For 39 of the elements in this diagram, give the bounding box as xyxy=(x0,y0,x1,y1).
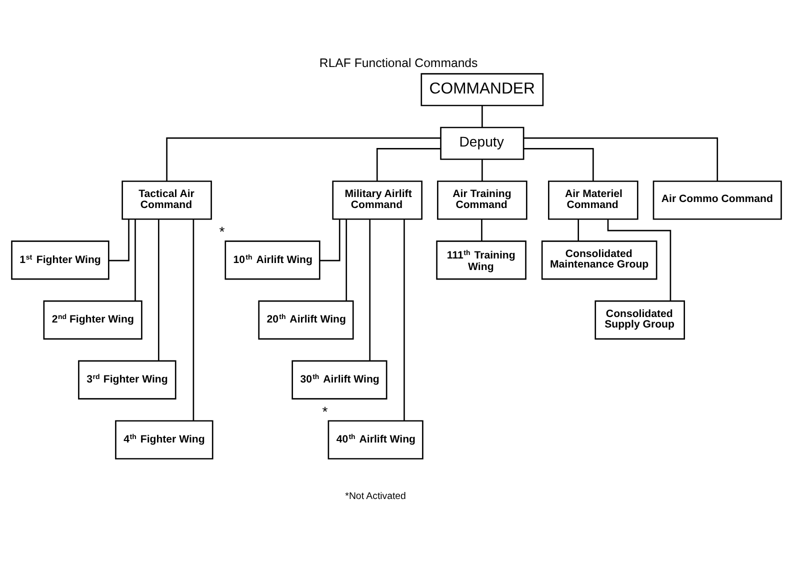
connector xyxy=(404,218,405,420)
connector xyxy=(482,159,483,180)
connector xyxy=(376,148,441,180)
connector xyxy=(346,218,348,300)
connector xyxy=(158,218,160,360)
connector xyxy=(482,105,483,127)
node-box: Consolidated Maintenance Group xyxy=(541,240,658,280)
connector xyxy=(607,218,672,301)
node-label: * xyxy=(322,402,328,419)
node-box: 111$^{th}$ Training Wing xyxy=(436,240,526,280)
connector xyxy=(524,148,594,180)
connector xyxy=(578,218,579,241)
node-box: 40$^{th}$ Airlift Wing xyxy=(328,420,424,459)
connector xyxy=(166,136,441,181)
node-box: 30$^{th}$ Airlift Wing xyxy=(292,360,388,399)
label: *Not Activated xyxy=(345,490,406,502)
node-box: COMMANDER xyxy=(420,72,544,106)
connector xyxy=(524,136,718,181)
node-box: 10$^{th}$ Airlift Wing xyxy=(224,240,320,280)
node-box: Deputy xyxy=(440,126,524,160)
node-box: Consolidated Supply Group xyxy=(594,300,685,340)
node-box: Air Training Command xyxy=(437,180,528,220)
node-box: 4$^{th}$ Fighter Wing xyxy=(115,420,214,459)
node-box: Tactical Air Command xyxy=(122,180,212,220)
connector xyxy=(320,218,340,261)
node-box: 1$^{st}$ Fighter Wing xyxy=(11,240,110,280)
connector xyxy=(134,218,136,300)
node-box: Military Airlift Command xyxy=(332,180,422,220)
node-box: 20$^{th}$ Airlift Wing xyxy=(258,300,354,340)
connector xyxy=(481,218,482,241)
connector xyxy=(192,218,194,420)
node-box: Air Materiel Command xyxy=(548,180,638,220)
node-box: 2$^{nd}$ Fighter Wing xyxy=(43,300,142,340)
diagram-title: RLAF Functional Commands xyxy=(319,55,478,70)
connector xyxy=(369,218,371,360)
connector xyxy=(108,218,130,261)
node-box: Air Commo Command xyxy=(652,180,782,220)
node-box: 3$^{rd}$ Fighter Wing xyxy=(78,360,176,399)
node-label: * xyxy=(219,223,225,240)
